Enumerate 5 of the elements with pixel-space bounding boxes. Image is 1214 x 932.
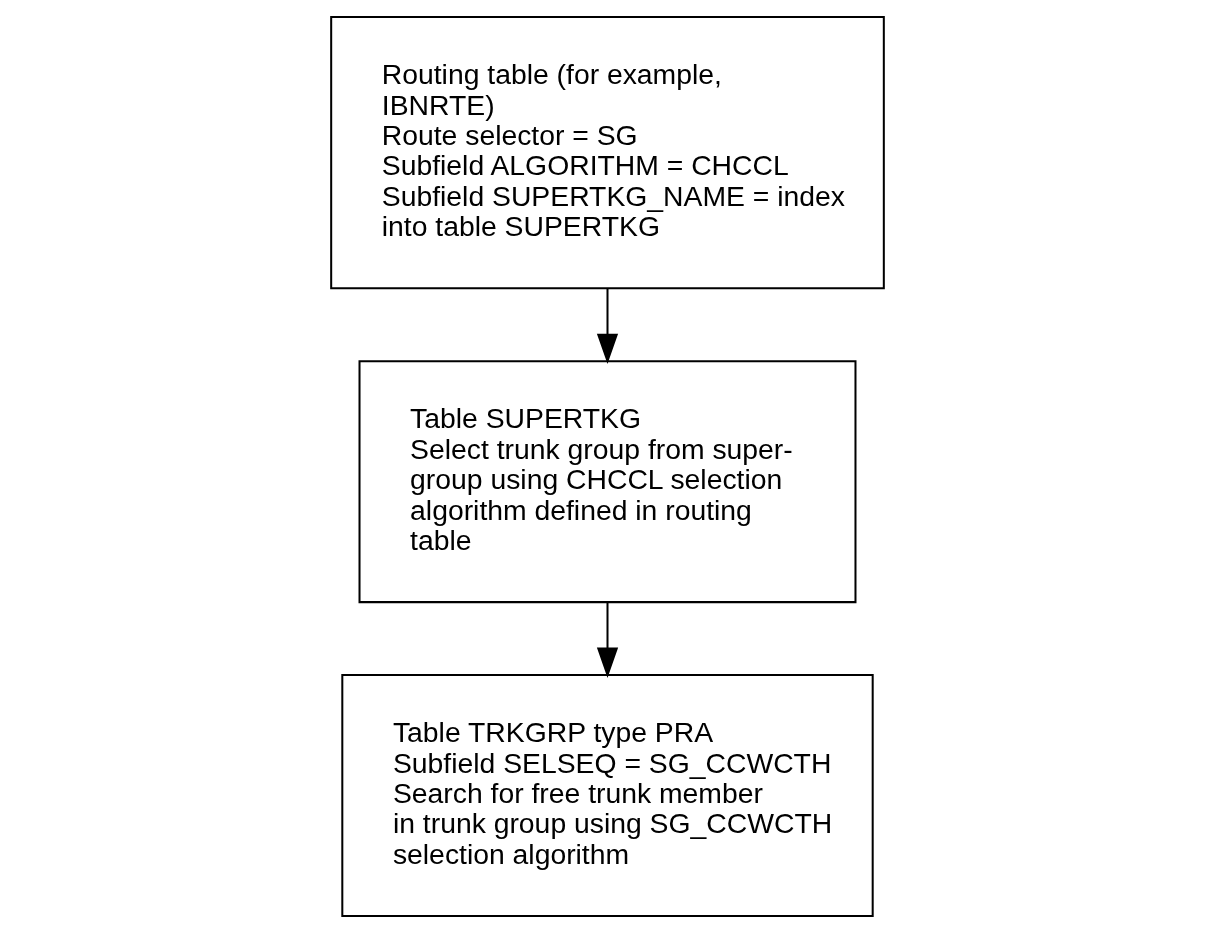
node-box: Table TRKGRP type PRA Subfield SELSEQ = SG_CCWCTH Search for free trunk member in trunk group using SG_CCWCTH selection algorithm	[340, 673, 874, 917]
arrow	[596, 602, 618, 678]
node-box: Table SUPERTKG Select trunk group from super-group using CHCCL selection algorithm defined in routing table	[358, 359, 856, 603]
arrow	[596, 288, 618, 364]
node-box: Routing table (for example, IBNRTE) Route selector = SG Subfield ALGORITHM = CHCCL Subfield SUPERTKG_NAME = index into table SUPERTKG	[329, 15, 885, 289]
